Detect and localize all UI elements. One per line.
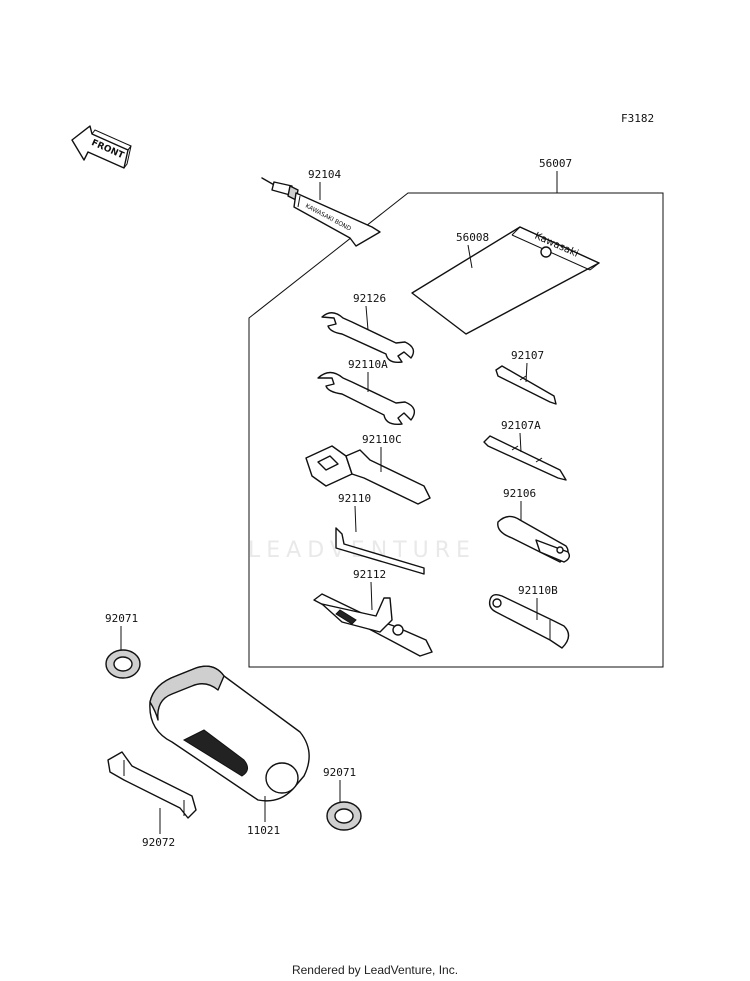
footer-credit: Rendered by LeadVenture, Inc. [291,963,459,977]
pliers-92112 [313,593,433,657]
bit-92107 [495,365,557,405]
washer-92071-right [326,801,362,831]
label-92110B: 92110B [518,584,558,597]
adapter-92106 [497,515,571,563]
wrench-92110A [317,371,416,425]
wrench-92126 [321,312,415,364]
bond-tube: KAWASAKI BOND [261,177,381,247]
label-92107: 92107 [511,349,544,362]
label-92107A: 92107A [501,419,541,432]
label-92110C: 92110C [362,433,402,446]
figure-code: F3182 [621,112,654,125]
label-92071-left: 92071 [105,612,138,625]
box-wrench-92110C [305,445,431,505]
label-92071-right: 92071 [323,766,356,779]
label-92106: 92106 [503,487,536,500]
label-56007: 56007 [539,157,572,170]
label-92126: 92126 [353,292,386,305]
label-92104: 92104 [308,168,341,181]
label-92112: 92112 [353,568,386,581]
bit-92107A [483,435,567,481]
tool-case-11021 [149,665,310,802]
bracket-92072 [107,751,197,819]
tool-pouch: Kawasaki [411,226,600,335]
label-92110A: 92110A [348,358,388,371]
washer-92071-left [105,649,141,679]
socket-92110B [488,593,570,649]
label-11021: 11021 [247,824,280,837]
label-56008: 56008 [456,231,489,244]
label-92110: 92110 [338,492,371,505]
front-arrow-icon: FRONT [71,125,132,169]
label-92072: 92072 [142,836,175,849]
hex-key-92110 [335,527,425,575]
tool-kit-outline [248,192,664,668]
